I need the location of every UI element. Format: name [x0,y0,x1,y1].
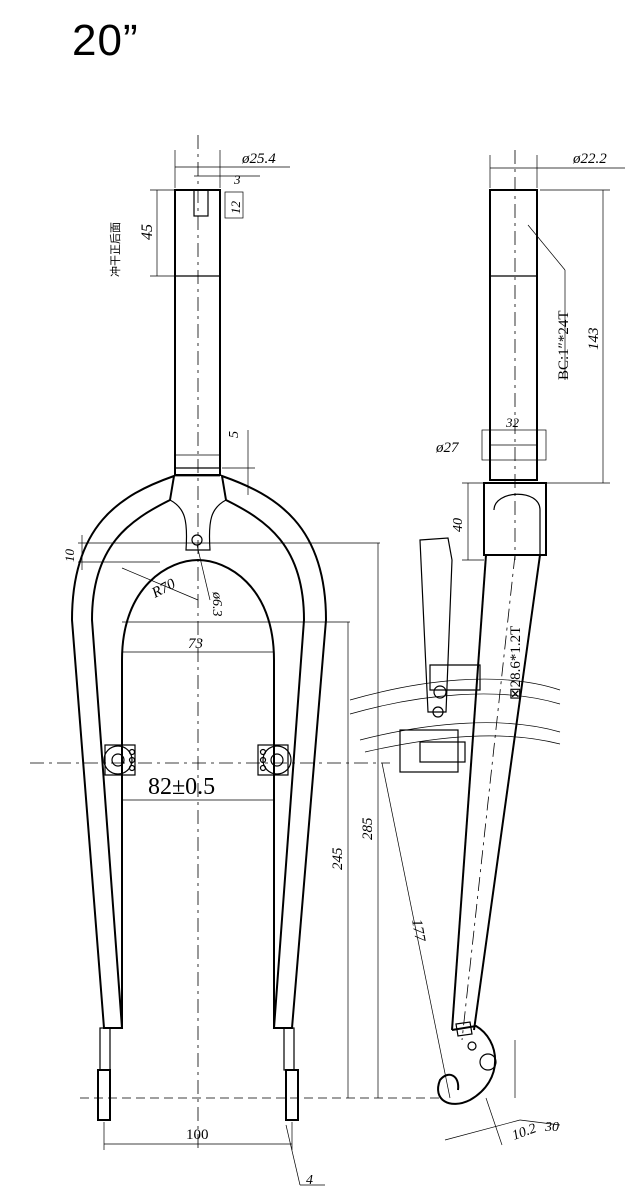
dim-ten-two: 10.2 [510,1121,538,1143]
dim-two-forty-five: 245 [330,847,346,870]
side-steerer [489,189,538,481]
dim-hole: ø6.3 [209,591,224,617]
dim-axle-spacing: 82±0.5 [148,774,215,800]
dim-forty: 40 [451,518,466,532]
front-view: ø25.4 3 12 45 冲干正后面 5 [30,135,440,1188]
dim-crown-diameter: ø27 [435,440,460,456]
side-view: ø22.2 143 BC:1″*24T 32 ø27 40 [349,150,625,1146]
dim-steerer-diameter: ø25.4 [241,151,276,167]
dim-hundred: 100 [186,1127,209,1143]
right-brake-boss [257,744,292,776]
left-brake-boss [103,744,136,776]
dim-tip-diameter: ø22.2 [572,151,607,167]
dim-two-eighty-five: 285 [360,817,376,840]
drawing-title: 20” [72,16,139,65]
dim-forty-five: 45 [139,224,156,240]
dim-ten: 10 [62,549,77,563]
tube-spec: ⊠28.6*1.2T [508,626,524,700]
dim-five: 5 [227,431,242,438]
dim-thirty: 30 [544,1120,559,1135]
dim-one-seventy-seven: 177 [408,918,428,944]
dim-thirty-two: 32 [505,415,520,430]
thread-spec: BC:1″*24T [556,310,572,380]
dim-three: 3 [233,172,241,187]
dim-seventy-three: 73 [188,636,203,652]
note-chinese: 冲干正后面 [108,222,122,277]
dim-twelve: 12 [228,201,243,215]
dim-four: 4 [306,1173,313,1188]
dim-one-forty-three: 143 [586,328,602,351]
steerer-tube [174,189,221,476]
